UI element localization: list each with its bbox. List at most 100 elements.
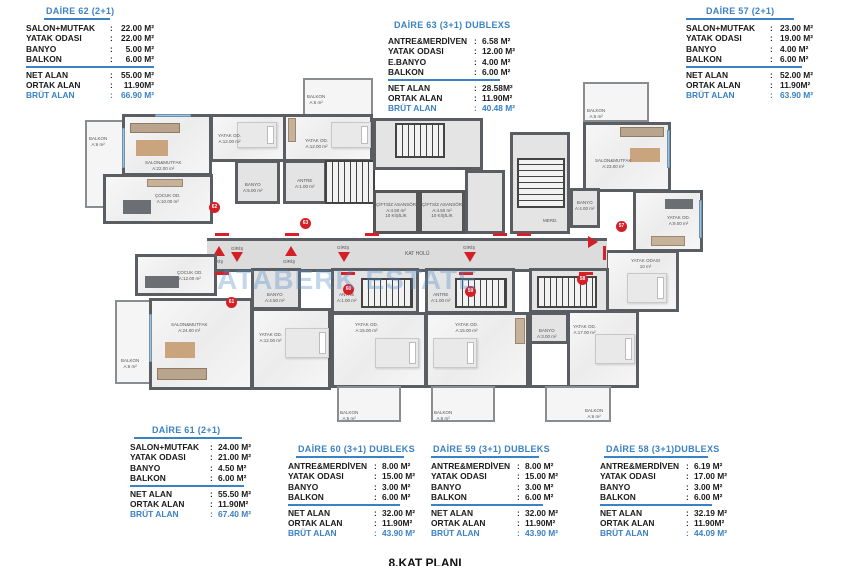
unit-62-row: BANYO:5.00 M² xyxy=(26,43,154,54)
door xyxy=(341,272,355,275)
unit-57-separator xyxy=(686,65,802,68)
sofa-icon xyxy=(620,127,664,137)
room-banyo-62-label: BANYO A:5.00 m² xyxy=(243,182,263,193)
unit-60-title: DAİRE 60 (3+1) DUBLEKS xyxy=(298,444,415,454)
balcony-60 xyxy=(337,386,401,422)
unit-61-row: YATAK ODASI:21.00 M² xyxy=(130,452,252,463)
unit-60-ortak: ORTAK ALAN:11.90M² xyxy=(288,518,413,529)
unit-59-row: ANTRE&MERDİVEN:8.00 M² xyxy=(431,461,554,471)
wardrobe-icon xyxy=(147,179,183,187)
wardrobe-icon xyxy=(651,236,685,246)
door xyxy=(459,272,473,275)
bed-icon xyxy=(285,328,329,358)
unit-63-ortak: ORTAK ALAN:11.90M² xyxy=(388,93,513,104)
unit-63-row: E.BANYO:4.00 M² xyxy=(388,56,511,67)
unit-60-net: NET ALAN:32.00 M² xyxy=(288,507,416,518)
door xyxy=(493,233,507,236)
unit-59-row: BALKON:6.00 M² xyxy=(431,492,554,503)
floor-plan: BALKON A:6 m² BALKON A:6 m² BALKON A:6 m… xyxy=(85,78,705,423)
room-salon-61-label: SALON&MUTFAK A:24.00 m² xyxy=(171,322,208,333)
room-banyo-57-label: BANYO A:4.00 m² xyxy=(575,200,595,211)
room-yatak-60-label: YATAK OD. A:15.00 m² xyxy=(355,322,379,333)
unit-62-row: YATAK ODASI:22.00 M² xyxy=(26,33,154,44)
unit-57-row: BANYO:4.00 M² xyxy=(686,43,809,54)
unit-58-row: ANTRE&MERDİVEN:6.19 M² xyxy=(600,461,723,471)
bed-icon xyxy=(433,338,477,368)
stairs-core-a xyxy=(395,123,445,158)
door xyxy=(603,246,606,260)
unit-62-net: NET ALAN:55.00 M² xyxy=(26,69,154,80)
unit-57-title-underline xyxy=(686,18,794,20)
elevator-1 xyxy=(373,190,419,234)
window xyxy=(149,314,152,362)
core-lobby xyxy=(465,170,505,234)
entrance-arrow-icon xyxy=(285,246,297,256)
desk-icon xyxy=(665,199,693,209)
unit-60-info: DAİRE 60 (3+1) DUBLEKS ANTRE&MERDİVEN:8.… xyxy=(288,444,418,539)
entrance-label: GİRİŞ xyxy=(337,245,350,250)
room-banyo-58-label: BANYO A:3.00 m² xyxy=(537,328,557,339)
room-yatak-57-label: YATAK OD. A:9.00 m² xyxy=(667,215,691,226)
unit-badge-60: 60 xyxy=(343,284,354,295)
stairs-59 xyxy=(455,278,507,308)
unit-58-net: NET ALAN:32.19 M² xyxy=(600,507,728,518)
unit-61-row: SALON+MUTFAK:24.00 M² xyxy=(130,442,252,452)
bed-icon xyxy=(375,338,419,368)
unit-59-net: NET ALAN:32.00 M² xyxy=(431,507,559,518)
stairs-63 xyxy=(325,160,375,204)
unit-61-row: BANYO:4.50 M² xyxy=(130,462,247,473)
unit-61-info: DAİRE 61 (2+1) SALON+MUTFAK:24.00 M² YAT… xyxy=(130,425,260,520)
stairs-core-b xyxy=(517,158,565,208)
watermark: ATABERK ESTATE xyxy=(217,264,478,295)
window xyxy=(155,114,191,117)
door xyxy=(285,233,299,236)
unit-63-row: YATAK ODASI:12.00 M² xyxy=(388,46,516,57)
room-banyo-61-label: BANYO A:4.50 m² xyxy=(265,292,285,303)
room-cocuk-62 xyxy=(103,174,213,224)
unit-61-title-underline xyxy=(134,437,242,439)
unit-badge-63: 63 xyxy=(300,218,311,229)
door xyxy=(215,233,229,236)
unit-58-info: DAİRE 58 (3+1)DUBLEXS ANTRE&MERDİVEN:6.1… xyxy=(600,444,730,539)
unit-59-title: DAİRE 59 (3+1) DUBLEKS xyxy=(433,444,550,454)
unit-62-title: DAİRE 62 (2+1) xyxy=(46,6,115,16)
room-cocuk-62-label: ÇOCUK OD. A:10.00 m² xyxy=(155,193,181,204)
unit-57-row: BALKON:6.00 M² xyxy=(686,54,809,65)
bed-icon xyxy=(237,122,277,148)
room-yatak-63-label: YATAK OD. A:12.00 m² xyxy=(305,138,329,149)
unit-61-brut: BRÜT ALAN:67.40 M² xyxy=(130,509,252,520)
balcony-59 xyxy=(431,386,495,422)
unit-59-brut: BRÜT ALAN:43.90 M² xyxy=(431,528,559,539)
unit-62-info: DAİRE 62 (2+1) SALON+MUTFAK:22.00 M² YAT… xyxy=(26,6,154,101)
unit-58-title-underline xyxy=(604,456,708,458)
unit-61-net: NET ALAN:55.50 M² xyxy=(130,488,252,499)
room-yatak-58-label: YATAK OD. A:17.00 m² xyxy=(573,324,597,335)
unit-62-row: SALON+MUTFAK:22.00 M² xyxy=(26,23,154,33)
bed-icon xyxy=(331,122,371,148)
door xyxy=(215,272,229,275)
unit-58-title: DAİRE 58 (3+1)DUBLEXS xyxy=(606,444,720,454)
unit-badge-62: 62 xyxy=(209,202,220,213)
balcony-60-label: BALKON A:6 m² xyxy=(340,410,359,421)
unit-57-net: NET ALAN:52.00 M² xyxy=(686,69,814,80)
stairs-60 xyxy=(361,278,413,308)
balcony-58-label: BALKON A:6 m² xyxy=(585,408,604,419)
merd-label: MERD. xyxy=(543,218,558,223)
ymerd-label: Y.MERD. xyxy=(455,166,474,171)
unit-63-row: ANTRE&MERDİVEN:6.58 M² xyxy=(388,36,511,46)
bed-icon xyxy=(595,334,635,364)
unit-63-title: DAİRE 63 (3+1) DUBLEXS xyxy=(394,20,511,30)
sofa-icon xyxy=(130,123,180,133)
entrance-label: GİRİŞ xyxy=(463,245,476,250)
unit-63-row: BALKON:6.00 M² xyxy=(388,67,511,78)
unit-59-row: YATAK ODASI:15.00 M² xyxy=(431,471,559,482)
kat-holu-label: KAT HOLÜ xyxy=(405,251,430,257)
unit-badge-57: 57 xyxy=(616,221,627,232)
elevator-2 xyxy=(419,190,465,234)
unit-57-ortak: ORTAK ALAN:11.90M² xyxy=(686,80,811,91)
unit-60-separator xyxy=(288,503,400,506)
room-yatak-62-label: YATAK OD. A:12.00 m² xyxy=(218,133,242,144)
room-banyo-62 xyxy=(235,160,280,204)
rug-icon xyxy=(630,148,660,162)
unit-badge-59: 59 xyxy=(465,286,476,297)
